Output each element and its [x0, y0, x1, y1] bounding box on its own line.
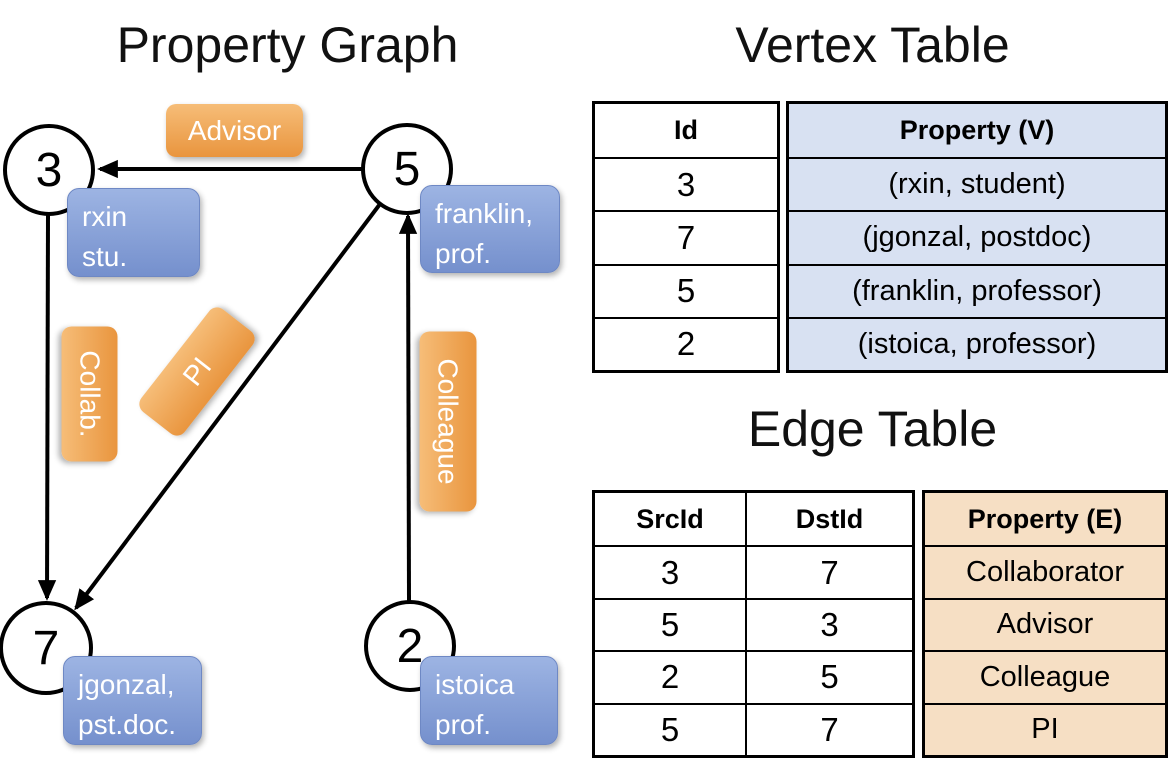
- vertex-id-cell: 2: [595, 316, 777, 370]
- edge-property-cell: Colleague: [925, 650, 1165, 702]
- vertex-property-cell: (jgonzal, postdoc): [789, 210, 1165, 263]
- edge-dstid-cell: 7: [745, 545, 912, 598]
- vertex-table-id-column: Id 3 7 5 2: [592, 101, 780, 373]
- edge-arrow-5-to-7: [74, 202, 382, 611]
- edge-property-cell: PI: [925, 702, 1165, 755]
- vertex-id-cell: 3: [595, 157, 777, 210]
- node-label-3: 3: [35, 143, 63, 197]
- edge-dstid-header: DstId: [745, 493, 912, 546]
- vertex-id-cell: 7: [595, 210, 777, 263]
- edge-label-advisor: Advisor: [166, 104, 303, 157]
- callout-line: stu.: [82, 241, 128, 273]
- edge-srcid-cell: 3: [595, 545, 745, 597]
- edge-table-title: Edge Table: [747, 401, 998, 457]
- edge-arrow-3-to-7: [37, 213, 57, 601]
- vertex-callout-rxin: rxin stu.: [67, 188, 200, 277]
- callout-line: prof.: [435, 709, 492, 741]
- callout-line: jgonzal,: [78, 669, 175, 700]
- vertex-table-title: Vertex Table: [735, 17, 1010, 73]
- edge-label-collab: Collab.: [61, 326, 118, 462]
- node-label-7: 7: [32, 621, 60, 675]
- vertex-callout-istoica: istoica prof.: [420, 656, 558, 745]
- vertex-id-cell: 5: [595, 263, 777, 317]
- vertex-table-property-column: Property (V) (rxin, student) (jgonzal, p…: [786, 101, 1168, 373]
- edge-property-cell: Advisor: [925, 597, 1165, 650]
- edge-table-property-column: Property (E) Collaborator Advisor Collea…: [922, 490, 1168, 758]
- edge-table-id-columns: SrcId DstId 3 7 5 3 2 5 5 7: [592, 490, 915, 758]
- callout-line: rxin: [82, 201, 128, 232]
- edge-arrow-2-to-5: [398, 213, 418, 602]
- edge-property-header: Property (E): [967, 503, 1123, 534]
- callout-line: franklin,: [435, 198, 534, 229]
- callout-line: pst.doc.: [78, 709, 177, 741]
- edge-dstid-cell: 5: [745, 650, 912, 703]
- vertex-callout-franklin: franklin, prof.: [420, 185, 560, 273]
- edge-srcid-header: SrcId: [636, 503, 704, 534]
- vertex-property-cell: (franklin, professor): [789, 263, 1165, 317]
- property-graph-title: Property Graph: [116, 17, 459, 73]
- node-label-5: 5: [393, 142, 421, 196]
- edge-property-cell: Collaborator: [925, 545, 1165, 597]
- edge-srcid-cell: 5: [595, 597, 745, 650]
- edge-srcid-cell: 2: [595, 650, 745, 702]
- vertex-id-header: Id: [674, 115, 698, 146]
- edge-srcid-cell: 5: [595, 702, 745, 755]
- edge-dstid-cell: 7: [745, 702, 912, 755]
- callout-line: prof.: [435, 238, 492, 270]
- edge-label-colleague: Colleague: [419, 331, 477, 512]
- node-label-2: 2: [396, 619, 424, 673]
- vertex-property-header: Property (V): [899, 115, 1055, 146]
- edge-dstid-cell: 3: [745, 597, 912, 651]
- callout-line: istoica: [435, 669, 515, 700]
- vertex-property-cell: (istoica, professor): [789, 316, 1165, 370]
- vertex-callout-jgonzal: jgonzal, pst.doc.: [63, 656, 202, 745]
- vertex-property-cell: (rxin, student): [789, 157, 1165, 210]
